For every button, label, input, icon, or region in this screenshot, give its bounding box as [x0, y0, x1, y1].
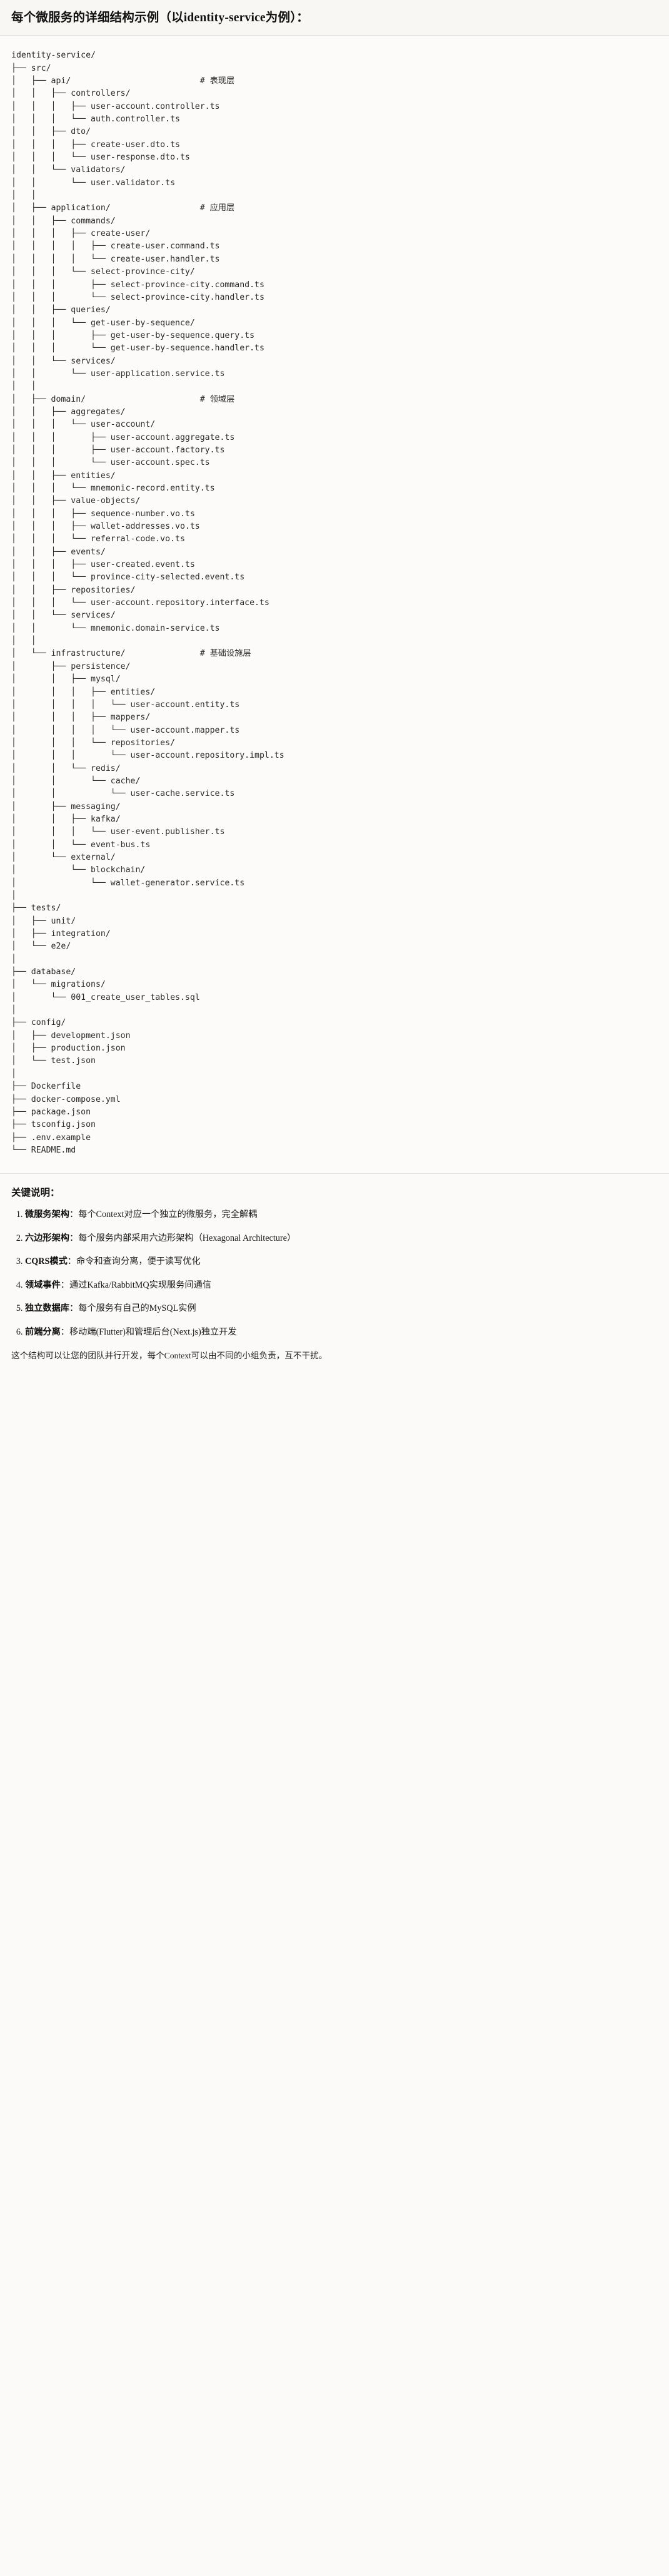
- list-item: 领域事件：通过Kafka/RabbitMQ实现服务间通信: [25, 1278, 658, 1292]
- key-notes-list: 微服务架构：每个Context对应一个独立的微服务，完全解耦 六边形架构：每个服…: [11, 1208, 658, 1339]
- key-notes-title: 关键说明：: [11, 1188, 60, 1199]
- note-description: 每个服务有自己的MySQL实例: [78, 1303, 196, 1314]
- list-item: 六边形架构：每个服务内部采用六边形架构（Hexagonal Architectu…: [25, 1231, 658, 1245]
- note-term: 微服务架构: [25, 1209, 69, 1220]
- note-term: 领域事件: [25, 1280, 61, 1290]
- note-term: CQRS模式: [25, 1256, 68, 1267]
- note-separator: ：: [69, 1209, 79, 1220]
- directory-tree: identity-service/ ├── src/ │ ├── api/ # …: [11, 51, 284, 1155]
- list-item: 独立数据库：每个服务有自己的MySQL实例: [25, 1301, 658, 1315]
- note-separator: ：: [60, 1280, 69, 1290]
- document-header: 每个微服务的详细结构示例（以identity-service为例）：: [0, 0, 669, 36]
- key-notes-block: 关键说明： 微服务架构：每个Context对应一个独立的微服务，完全解耦 六边形…: [0, 1174, 669, 1375]
- list-item: CQRS模式：命令和查询分离，便于读写优化: [25, 1255, 658, 1268]
- note-separator: ：: [69, 1303, 79, 1314]
- page-title: 每个微服务的详细结构示例（以identity-service为例）：: [11, 11, 309, 24]
- note-description: 命令和查询分离，便于读写优化: [76, 1256, 201, 1267]
- note-description: 每个服务内部采用六边形架构（Hexagonal Architecture）: [78, 1233, 296, 1243]
- note-term: 前端分离: [25, 1326, 61, 1337]
- note-term: 六边形架构: [25, 1233, 69, 1243]
- note-term: 独立数据库: [25, 1303, 69, 1314]
- document-page: 每个微服务的详细结构示例（以identity-service为例）： ident…: [0, 0, 669, 1375]
- closing-paragraph: 这个结构可以让您的团队并行开发，每个Context可以由不同的小组负责，互不干扰…: [11, 1350, 328, 1360]
- directory-tree-block: identity-service/ ├── src/ │ ├── api/ # …: [0, 36, 669, 1174]
- note-description: 每个Context对应一个独立的微服务，完全解耦: [78, 1209, 258, 1220]
- note-separator: ：: [60, 1326, 69, 1337]
- note-separator: ：: [67, 1256, 76, 1267]
- note-description: 移动端(Flutter)和管理后台(Next.js)独立开发: [69, 1326, 237, 1337]
- note-separator: ：: [69, 1233, 79, 1243]
- list-item: 前端分离：移动端(Flutter)和管理后台(Next.js)独立开发: [25, 1325, 658, 1339]
- list-item: 微服务架构：每个Context对应一个独立的微服务，完全解耦: [25, 1208, 658, 1221]
- note-description: 通过Kafka/RabbitMQ实现服务间通信: [69, 1280, 211, 1290]
